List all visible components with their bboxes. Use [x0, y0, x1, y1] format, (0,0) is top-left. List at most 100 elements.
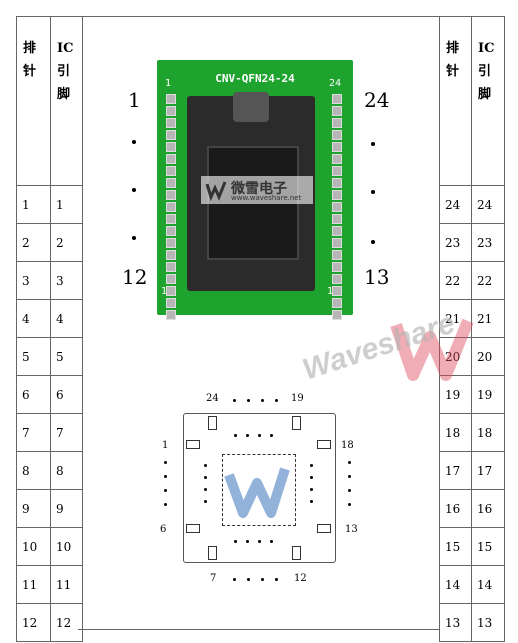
cell-ic: 7	[50, 413, 83, 452]
cell-ic: 8	[50, 451, 83, 490]
pkg-dot	[204, 476, 207, 479]
pkg-dot	[246, 540, 249, 543]
cell-ic: 13	[471, 603, 505, 642]
cell-ic: 16	[471, 489, 505, 528]
pkg-label-6: 6	[160, 524, 167, 535]
cell-pin: 15	[439, 527, 472, 566]
cell-ic: 18	[471, 413, 505, 452]
cell-pin: 5	[16, 337, 51, 376]
cell-pin: 22	[439, 261, 472, 300]
right-pin-header	[331, 94, 343, 322]
left-pin-header	[165, 94, 177, 322]
pkg-dot	[258, 434, 261, 437]
qfn-package-diagram	[183, 413, 336, 563]
cell-pin: 18	[439, 413, 472, 452]
waveshare-logo-icon	[205, 181, 227, 201]
cell-ic: 4	[50, 299, 83, 338]
pkg-dot	[270, 540, 273, 543]
cell-pin: 14	[439, 565, 472, 604]
header-ic-pin: IC 引 脚	[50, 16, 83, 186]
pad	[317, 440, 331, 449]
pkg-label-19: 19	[291, 393, 304, 404]
ellipsis-dot	[371, 190, 375, 194]
pkg-label-18: 18	[341, 440, 354, 451]
pkg-dot	[348, 503, 351, 506]
center-panel	[78, 16, 439, 630]
pkg-dot	[310, 464, 313, 467]
cell-ic: 3	[50, 261, 83, 300]
header-ic-pin: IC 引 脚	[471, 16, 505, 186]
pad	[208, 546, 217, 560]
pkg-dot	[261, 399, 264, 402]
cell-ic: 20	[471, 337, 505, 376]
pkg-dot	[258, 540, 261, 543]
ellipsis-dot	[371, 142, 375, 146]
pkg-dot	[247, 399, 250, 402]
cell-ic: 12	[50, 603, 83, 642]
board-title: CNV-QFN24-24	[215, 72, 295, 85]
cell-pin: 11	[16, 565, 51, 604]
pad	[186, 524, 200, 533]
pkg-label-24: 24	[206, 393, 219, 404]
pkg-dot	[164, 489, 167, 492]
waveshare-center-logo-icon	[224, 467, 290, 518]
cell-ic: 24	[471, 185, 505, 224]
board-label-pin-24: 24	[364, 88, 390, 112]
pkg-dot	[310, 488, 313, 491]
cell-pin: 17	[439, 451, 472, 490]
pkg-dot	[246, 434, 249, 437]
pkg-dot	[234, 434, 237, 437]
silk-label-24: 24	[329, 78, 342, 89]
waveshare-watermark: 微雪电子 www.waveshare.net	[201, 176, 313, 204]
cell-pin: 9	[16, 489, 51, 528]
socket-hinge	[233, 92, 269, 122]
pkg-dot	[348, 489, 351, 492]
pkg-dot	[164, 503, 167, 506]
pad	[208, 416, 217, 430]
cell-pin: 7	[16, 413, 51, 452]
pkg-label-13: 13	[345, 524, 358, 535]
cell-pin: 1	[16, 185, 51, 224]
pad	[317, 524, 331, 533]
ellipsis-dot	[132, 188, 136, 192]
board-label-pin-13: 13	[364, 265, 390, 289]
cell-pin: 12	[16, 603, 51, 642]
pad	[292, 416, 301, 430]
cell-pin: 10	[16, 527, 51, 566]
exposed-pad	[222, 454, 296, 526]
pkg-dot	[234, 540, 237, 543]
cell-ic: 15	[471, 527, 505, 566]
pkg-dot	[348, 475, 351, 478]
board-label-pin-12: 12	[122, 265, 148, 289]
ellipsis-dot	[132, 140, 136, 144]
pkg-dot	[204, 500, 207, 503]
watermark-cn-text: 微雪电子	[231, 181, 287, 197]
pkg-label-7: 7	[210, 573, 217, 584]
cell-ic: 22	[471, 261, 505, 300]
pad	[186, 440, 200, 449]
cell-ic: 23	[471, 223, 505, 262]
pkg-dot	[310, 476, 313, 479]
pkg-dot	[348, 461, 351, 464]
cell-pin: 13	[439, 603, 472, 642]
watermark-url-text: www.waveshare.net	[231, 194, 302, 202]
